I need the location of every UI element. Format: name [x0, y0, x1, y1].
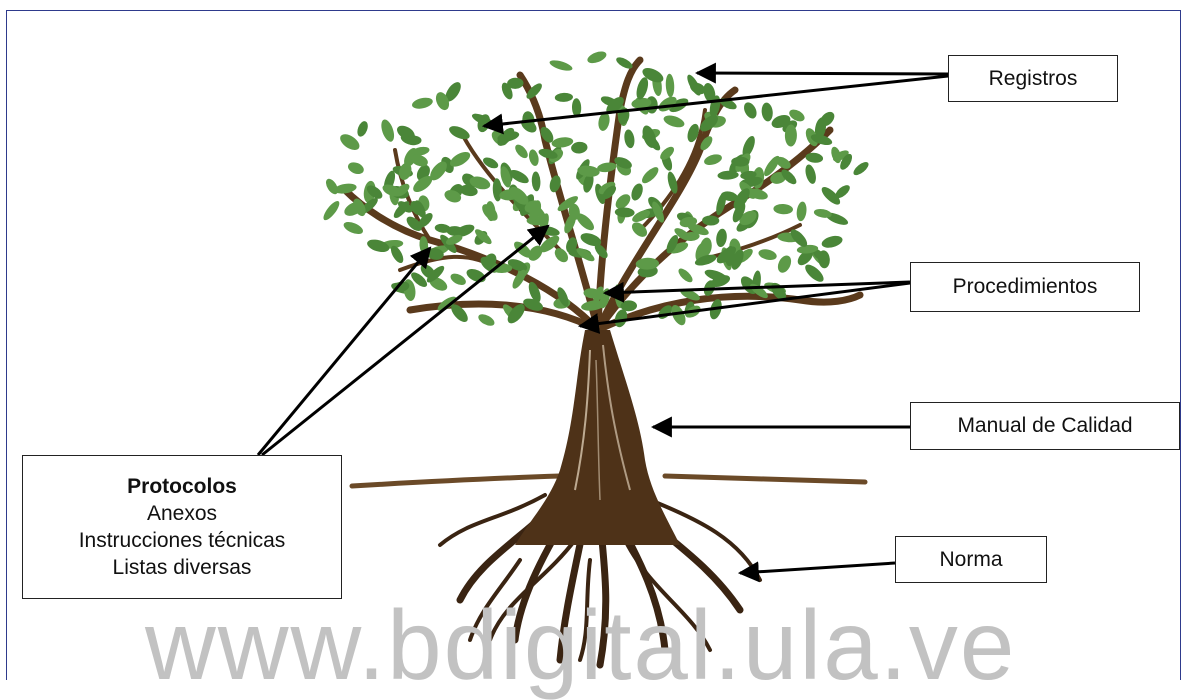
- leaf: [411, 96, 434, 111]
- leaf: [775, 253, 793, 274]
- arrow-protocolos-2: [262, 226, 548, 455]
- leaf: [639, 165, 660, 186]
- leaf: [366, 237, 391, 254]
- label-norma-text: Norma: [939, 548, 1002, 572]
- leaf: [757, 247, 777, 261]
- leaf: [379, 118, 397, 143]
- leaf: [571, 141, 589, 154]
- leaf: [476, 312, 496, 328]
- leaf: [634, 76, 650, 101]
- label-manual-text: Manual de Calidad: [957, 414, 1132, 438]
- leaf: [761, 102, 774, 122]
- leaf: [447, 123, 471, 142]
- leaf: [346, 160, 365, 176]
- leaf: [623, 129, 636, 149]
- leaf: [551, 136, 574, 149]
- leaf: [555, 92, 574, 102]
- leaf: [586, 49, 608, 65]
- arrow-protocolos-1: [258, 248, 430, 455]
- leaf: [629, 182, 645, 202]
- watermark-text: www.bdigital.ula.ve: [145, 596, 1016, 694]
- protocolos-title: Protocolos: [127, 473, 237, 500]
- leaf: [548, 58, 573, 73]
- leaf: [662, 113, 686, 129]
- leaf: [676, 266, 695, 284]
- leaf: [531, 171, 541, 191]
- leaf: [665, 73, 675, 97]
- leaf: [851, 160, 870, 178]
- label-norma: Norma: [895, 536, 1047, 583]
- leaf: [741, 100, 759, 120]
- leaf: [342, 219, 365, 236]
- leaf: [715, 228, 728, 248]
- leaf: [405, 136, 421, 146]
- leaf: [703, 152, 723, 167]
- label-procedimientos: Procedimientos: [910, 262, 1140, 312]
- label-protocolos: Protocolos Anexos Instrucciones técnicas…: [22, 455, 342, 599]
- leaf: [804, 163, 818, 185]
- label-manual-calidad: Manual de Calidad: [910, 402, 1180, 450]
- protocolos-line-instrucciones: Instrucciones técnicas: [79, 527, 286, 554]
- arrow-norma: [740, 563, 895, 573]
- label-registros: Registros: [948, 55, 1118, 102]
- protocolos-line-anexos: Anexos: [147, 500, 217, 527]
- label-procedimientos-text: Procedimientos: [953, 275, 1098, 299]
- leaf: [321, 199, 342, 223]
- arrow-registros-1: [697, 73, 948, 74]
- branch: [598, 295, 860, 330]
- label-registros-text: Registros: [989, 67, 1078, 91]
- leaf: [449, 271, 468, 287]
- leaf: [773, 203, 793, 214]
- protocolos-line-listas: Listas diversas: [113, 554, 252, 581]
- leaf: [355, 120, 369, 138]
- leaf: [796, 201, 808, 222]
- leaf: [528, 149, 540, 167]
- leaf: [513, 142, 530, 160]
- leaf: [820, 234, 843, 250]
- tree-trunk: [515, 330, 680, 545]
